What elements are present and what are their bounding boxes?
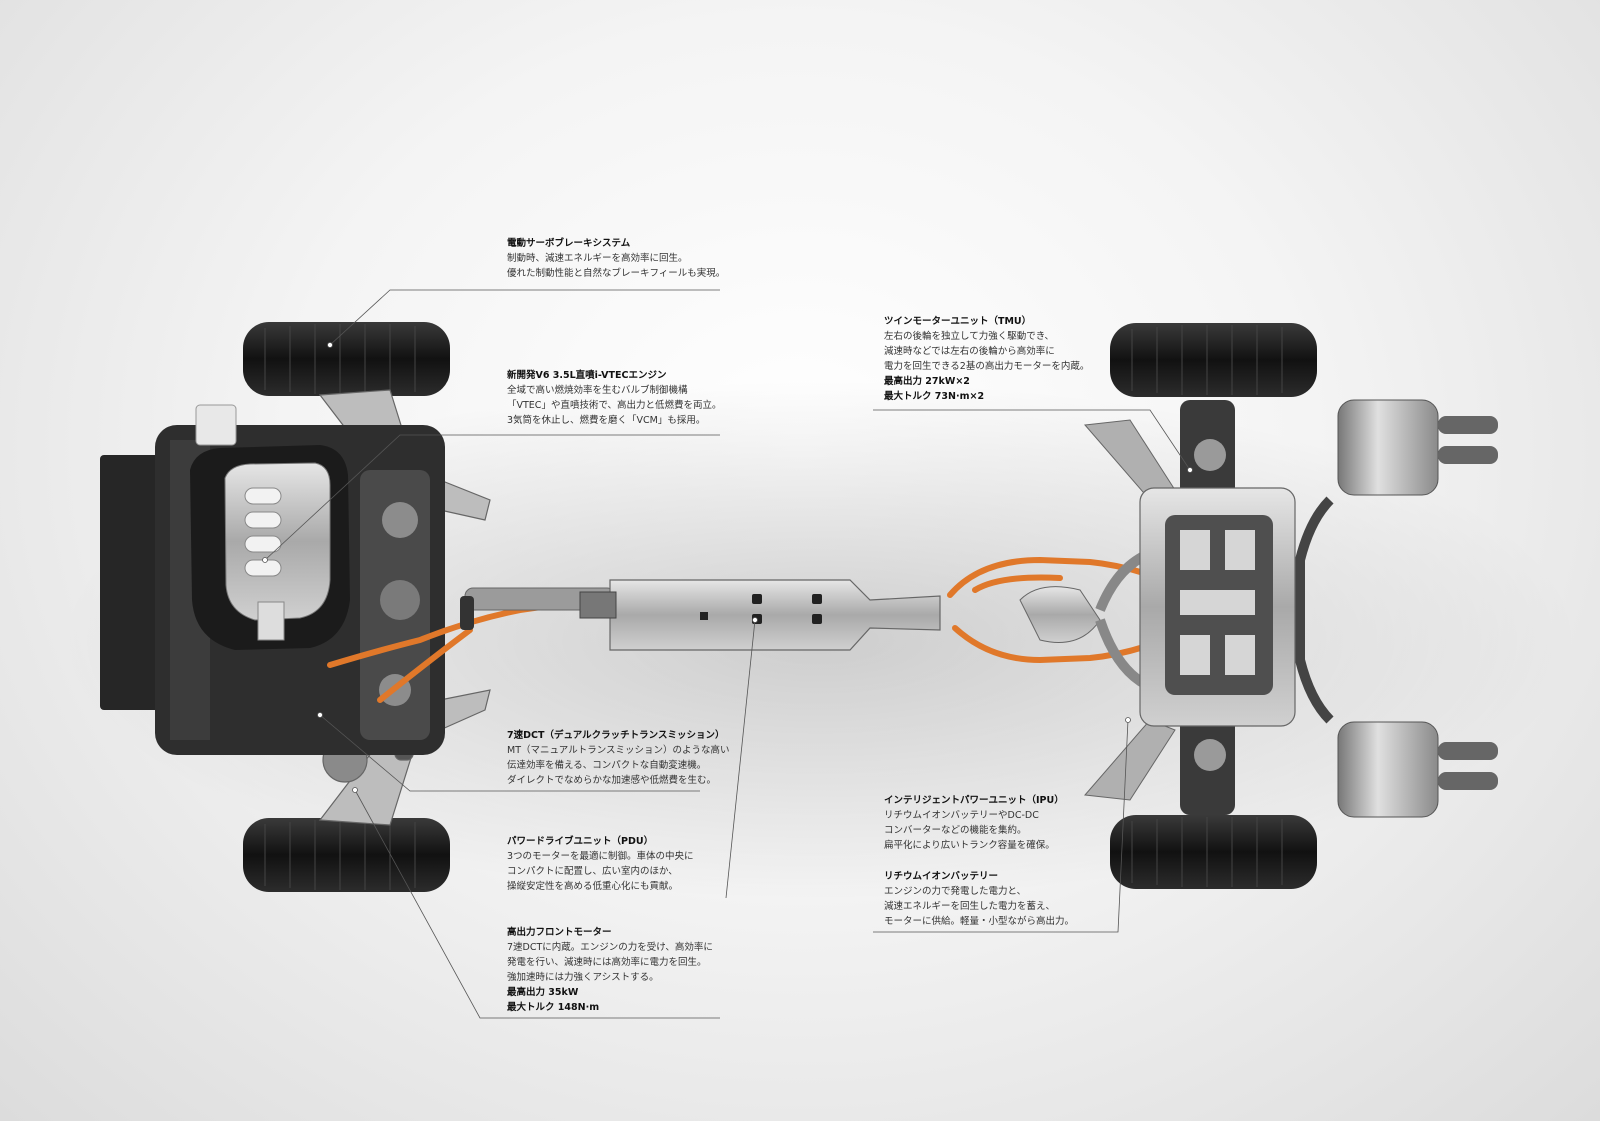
callout-dct-title: 7速DCT（デュアルクラッチトランスミッション） <box>507 730 725 741</box>
callout-tmu-line: 電力を回生できる2基の高出力モーターを内蔵。 <box>884 361 1090 372</box>
callout-battery-title: リチウムイオンバッテリー <box>884 871 999 882</box>
callout-engine: 新開発V6 3.5L直噴i-VTECエンジン 全域で高い燃焼効率を生むバルブ制御… <box>507 368 722 428</box>
leader-pdu <box>725 619 756 899</box>
leader-engine <box>264 434 720 561</box>
callout-front-motor-line: 強加速時には力強くアシストする。 <box>507 972 659 983</box>
leader-brake <box>329 289 720 346</box>
callout-dct: 7速DCT（デュアルクラッチトランスミッション） MT（マニュアルトランスミッシ… <box>507 728 730 788</box>
callout-pdu: パワードライブユニット（PDU） 3つのモーターを最適に制御。車体の中央に コン… <box>507 834 694 894</box>
rear-left-tire <box>1110 323 1317 397</box>
callout-battery: リチウムイオンバッテリー エンジンの力で発電した電力と、 減速エネルギーを回生し… <box>884 869 1074 929</box>
leader-dct <box>319 714 700 792</box>
rear-subframe <box>1083 400 1296 815</box>
callout-engine-line: 「VTEC」や直噴技術で、高出力と低燃費を両立。 <box>507 400 722 411</box>
callout-front-motor-line: 7速DCTに内蔵。エンジンの力を受け、高効率に <box>507 942 713 953</box>
lower-muffler <box>1337 721 1498 818</box>
leader-lines <box>262 289 1193 1019</box>
center-tunnel <box>460 579 941 651</box>
engine-cover <box>190 404 350 650</box>
callout-pdu-line: 操縦安定性を高める低重心化にも貢献。 <box>507 881 679 892</box>
callout-dct-line: ダイレクトでなめらかな加速感や低燃費を生む。 <box>507 775 717 786</box>
callout-front-motor-spec: 最大トルク 148N·m <box>507 1002 600 1013</box>
callout-tmu-line: 左右の後輪を独立して力強く駆動でき、 <box>884 331 1055 342</box>
callout-ipu: インテリジェントパワーユニット（IPU） リチウムイオンバッテリーやDC-DC … <box>884 793 1064 853</box>
callout-pdu-title: パワードライブユニット（PDU） <box>507 836 654 847</box>
callout-tmu-line: 減速時などでは左右の後輪から高効率に <box>884 346 1055 357</box>
callout-brake-line: 制動時、減速エネルギーを高効率に回生。 <box>507 253 688 264</box>
front-right-tire <box>243 818 450 892</box>
front-hv-cable <box>327 597 593 703</box>
leader-battery <box>873 719 1129 933</box>
leader-tmu <box>873 409 1191 471</box>
callout-brake-title: 電動サーボブレーキシステム <box>507 238 631 249</box>
callout-battery-line: エンジンの力で発電した電力と、 <box>884 886 1027 897</box>
callout-front-motor-spec: 最高出力 35kW <box>507 987 579 998</box>
callout-engine-title: 新開発V6 3.5L直噴i-VTECエンジン <box>507 370 667 381</box>
callout-tmu: ツインモーターユニット（TMU） 左右の後輪を独立して力強く駆動でき、 減速時な… <box>884 314 1089 404</box>
callout-tmu-title: ツインモーターユニット（TMU） <box>884 316 1032 327</box>
rear-right-tire <box>1110 815 1317 889</box>
callout-engine-line: 全域で高い燃焼効率を生むバルブ制御機構 <box>507 385 688 396</box>
callout-tmu-spec: 最高出力 27kW×2 <box>884 376 970 387</box>
front-left-tire <box>243 322 450 396</box>
callout-brake-line: 優れた制動性能と自然なブレーキフィールも実現。 <box>507 268 726 279</box>
callout-tmu-spec: 最大トルク 73N·m×2 <box>884 391 985 402</box>
callout-pdu-line: 3つのモーターを最適に制御。車体の中央に <box>507 851 694 862</box>
callout-dct-line: MT（マニュアルトランスミッション）のような高い <box>507 745 730 756</box>
callout-battery-line: 減速エネルギーを回生した電力を蓄え、 <box>884 901 1056 912</box>
callout-pdu-line: コンパクトに配置し、広い室内のほか、 <box>507 866 678 877</box>
callout-front-motor-line: 発電を行い、減速時には高効率に電力を回生。 <box>507 957 707 968</box>
callout-ipu-title: インテリジェントパワーユニット（IPU） <box>884 795 1064 806</box>
callout-engine-line: 3気筒を休止し、燃費を磨く「VCM」も採用。 <box>507 415 706 426</box>
leader-front-motor <box>354 789 720 1019</box>
callout-battery-line: モーターに供給。軽量・小型ながら高出力。 <box>884 916 1075 927</box>
callout-brake: 電動サーボブレーキシステム 制動時、減速エネルギーを高効率に回生。 優れた制動性… <box>507 236 725 281</box>
callout-dct-line: 伝達効率を備える、コンパクトな自動変速機。 <box>507 760 707 771</box>
upper-muffler <box>1337 399 1498 496</box>
callout-ipu-line: 扁平化により広いトランク容量を確保。 <box>884 840 1055 851</box>
callout-front-motor: 高出力フロントモーター 7速DCTに内蔵。エンジンの力を受け、高効率に 発電を行… <box>507 925 713 1015</box>
callout-ipu-line: リチウムイオンバッテリーやDC-DC <box>884 810 1039 821</box>
callout-ipu-line: コンバーターなどの機能を集約。 <box>884 825 1027 836</box>
callout-front-motor-title: 高出力フロントモーター <box>507 927 612 938</box>
